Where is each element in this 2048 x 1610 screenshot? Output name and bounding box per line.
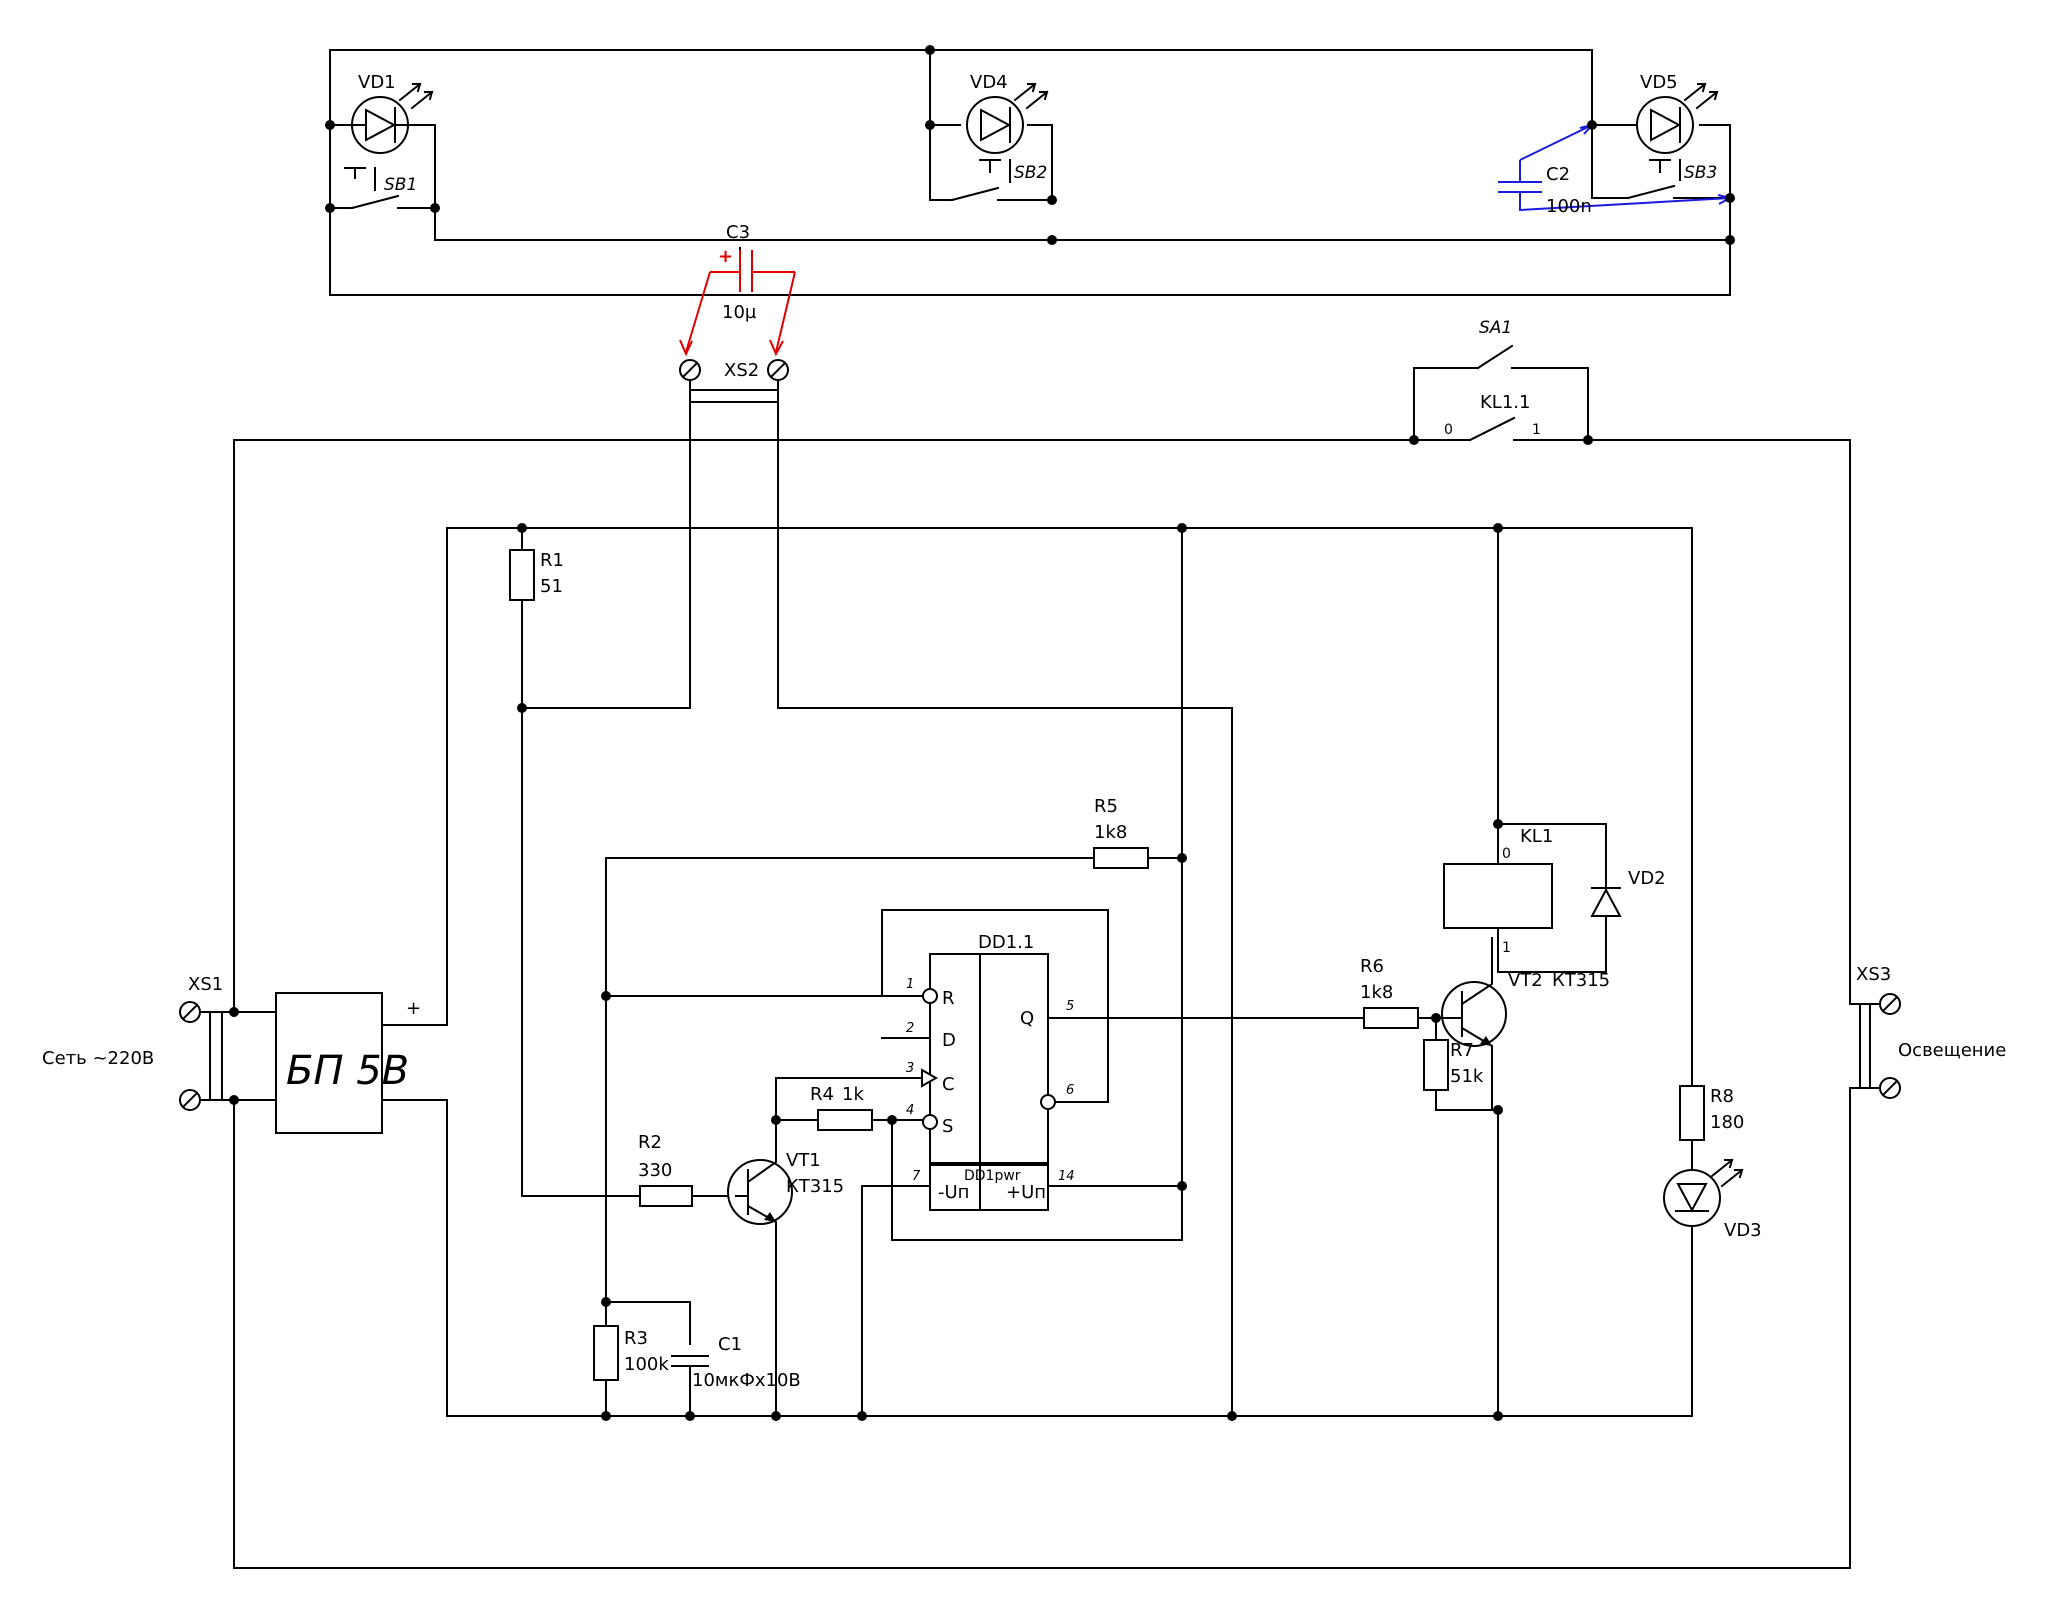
resistor-r3: R3 100k: [593, 1325, 669, 1381]
resistor-r8: R8 180: [1679, 1085, 1744, 1141]
vt1-type: КТ315: [786, 1176, 844, 1197]
power-supply-block: БП 5В +: [275, 992, 421, 1134]
button-sb3[interactable]: SB3: [1649, 159, 1717, 183]
vd1-label: VD1: [358, 72, 396, 93]
led-vd1: VD1: [351, 72, 434, 154]
dd1-pin-c: C: [942, 1074, 955, 1095]
c3-value: 10µ: [722, 302, 757, 323]
xs2-label: XS2: [724, 360, 759, 381]
contact-kl1-1: KL1.1 0 1: [1413, 392, 1589, 442]
dd1-pinno-2: 2: [906, 1021, 914, 1036]
kl1-label: KL1: [1520, 826, 1553, 847]
r6-label: R6: [1360, 956, 1384, 977]
dd1-pin-vneg: -Uп: [938, 1182, 969, 1203]
lighting-label: Освещение: [1898, 1040, 2006, 1061]
dd1-pin-q: Q: [1020, 1008, 1034, 1029]
board-junctions: [229, 435, 1593, 1421]
led-vd4: VD4: [966, 72, 1049, 154]
resistor-r7: R7 51k: [1423, 1039, 1484, 1091]
transistor-vt2: VT2 КТ315: [1435, 937, 1610, 1111]
psu-plus: +: [406, 998, 421, 1019]
diode-vd2: VD2: [1590, 868, 1666, 917]
dd1-pinno-6: 6: [1066, 1083, 1074, 1098]
xs1-label: XS1: [188, 974, 223, 995]
dd1-pinno-3: 3: [906, 1061, 914, 1076]
resistor-r6: R6 1k8: [1360, 956, 1419, 1029]
r4-value: 1k: [842, 1084, 864, 1105]
resistor-r1: R1 51: [509, 549, 564, 601]
r2-label: R2: [638, 1132, 662, 1153]
r1-label: R1: [540, 550, 564, 571]
led-vd5: VD5: [1636, 72, 1719, 154]
r7-label: R7: [1450, 1040, 1474, 1061]
kl1-pin1: 1: [1502, 940, 1511, 956]
c2-label: C2: [1546, 164, 1570, 185]
sb1-label: SB1: [384, 175, 417, 195]
xs3-label: XS3: [1856, 964, 1891, 985]
c2-value: 100n: [1546, 196, 1592, 217]
c3-plus: +: [718, 246, 733, 267]
resistor-r2: R2 330: [638, 1132, 693, 1207]
dd1-pinno-14: 14: [1058, 1169, 1075, 1184]
r8-label: R8: [1710, 1086, 1734, 1107]
c1-label: C1: [718, 1334, 742, 1355]
button-sb2[interactable]: SB2: [979, 159, 1047, 183]
resistor-r4: R4 1k: [810, 1084, 873, 1131]
vt1-label: VT1: [786, 1150, 821, 1171]
connector-xs2[interactable]: XS2: [679, 359, 789, 403]
r8-value: 180: [1710, 1112, 1744, 1133]
button-sb1[interactable]: SB1: [344, 167, 417, 195]
dd1-pin-r: R: [942, 988, 955, 1009]
dd1-pin-vpos: +Uп: [1006, 1182, 1046, 1203]
r1-value: 51: [540, 576, 563, 597]
dd1-pin-d: D: [942, 1030, 956, 1051]
c3-label: C3: [726, 222, 750, 243]
sb3-label: SB3: [1684, 163, 1717, 183]
r5-label: R5: [1094, 796, 1118, 817]
dd1-power-label: DD1pwr: [964, 1168, 1021, 1184]
vd4-label: VD4: [970, 72, 1008, 93]
vt2-label: VT2: [1508, 970, 1543, 991]
r3-value: 100k: [624, 1354, 669, 1375]
panel-junctions: [325, 45, 1735, 245]
r4-label: R4: [810, 1084, 834, 1105]
dd1-pinno-1: 1: [906, 977, 914, 992]
vd5-label: VD5: [1640, 72, 1678, 93]
kl11-pin1: 1: [1532, 422, 1541, 438]
dd1-label: DD1.1: [978, 932, 1034, 953]
c1-value: 10мкФх10В: [692, 1370, 801, 1391]
dd1-pin-s: S: [942, 1116, 953, 1137]
vd2-label: VD2: [1628, 868, 1666, 889]
switch-sa1[interactable]: SA1: [1413, 318, 1589, 441]
mains-label: Сеть ~220В: [42, 1048, 154, 1069]
resistor-r5: R5 1k8: [1093, 796, 1149, 869]
kl1-pin0: 0: [1502, 846, 1511, 862]
connector-xs1[interactable]: XS1 Сеть ~220В: [42, 974, 235, 1111]
capacitor-c1: C1 10мкФх10В: [671, 1334, 801, 1417]
sa1-label: SA1: [1479, 318, 1512, 338]
transistor-vt1: VT1 КТ315: [727, 1119, 844, 1417]
dd1-pinno-4: 4: [906, 1103, 914, 1118]
relay-kl1: KL1 0 1: [1443, 823, 1553, 973]
r5-value: 1k8: [1094, 822, 1127, 843]
r7-value: 51k: [1450, 1066, 1484, 1087]
connector-xs3[interactable]: XS3 Освещение: [1849, 964, 2006, 1099]
r3-label: R3: [624, 1328, 648, 1349]
psu-label: БП 5В: [286, 1048, 409, 1094]
sb2-label: SB2: [1014, 163, 1047, 183]
kl11-label: KL1.1: [1480, 392, 1530, 413]
dd1-pinno-5: 5: [1066, 999, 1074, 1014]
r2-value: 330: [638, 1160, 672, 1181]
chip-dd1: DD1.1 R D C S Q -Uп +Uп DD1pwr 1 2 3 4 5…: [881, 909, 1109, 1211]
kl11-pin0: 0: [1444, 422, 1453, 438]
vd3-label: VD3: [1724, 1220, 1762, 1241]
led-vd3: VD3: [1663, 1158, 1762, 1241]
capacitor-c3: + C3 10µ: [679, 222, 796, 357]
main-board: SA1 KL1.1 0 1 R1 51 R2 330: [42, 318, 2006, 1569]
vt2-type: КТ315: [1552, 970, 1610, 991]
r6-value: 1k8: [1360, 982, 1393, 1003]
dd1-pinno-7: 7: [912, 1169, 921, 1184]
button-panel: VD1 SB1 VD4 SB2 VD5: [325, 45, 1735, 403]
